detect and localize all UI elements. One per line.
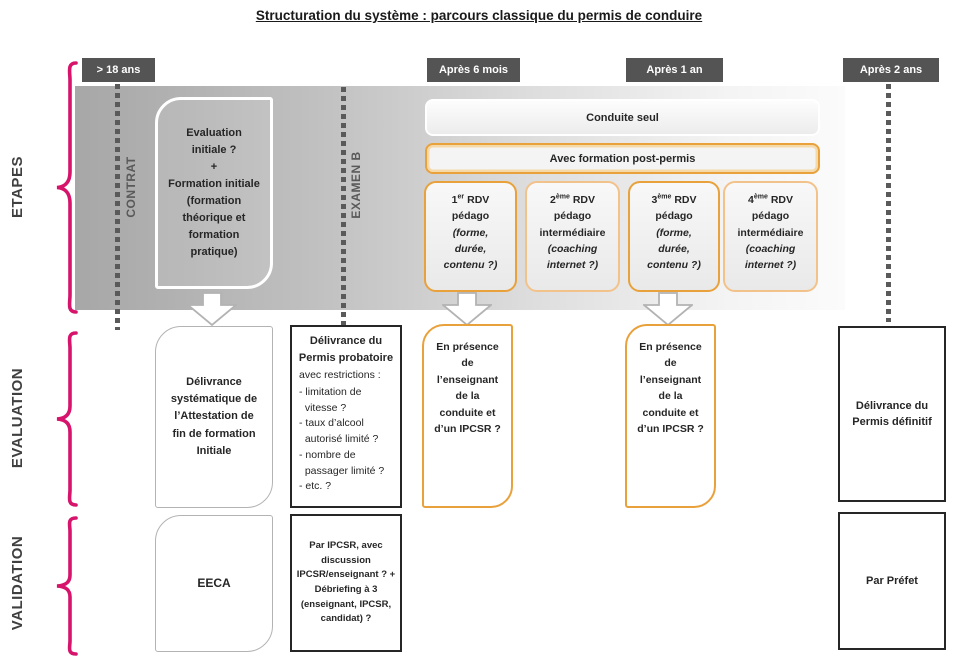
par-prefet-box: Par Préfet bbox=[838, 512, 946, 650]
brace-evaluation bbox=[56, 331, 78, 507]
dotted-line-2ans bbox=[886, 84, 891, 322]
stage-label-contrat: CONTRAT bbox=[124, 156, 138, 218]
row-label-evaluation: EVALUATION bbox=[8, 367, 26, 469]
timeline-chip-18ans: > 18 ans bbox=[82, 58, 155, 82]
conduite-seul-box: Conduite seul bbox=[425, 99, 820, 136]
timeline-chip-1an: Après 1 an bbox=[626, 58, 723, 82]
down-arrow-icon bbox=[187, 292, 237, 327]
brace-etapes bbox=[56, 61, 78, 314]
timeline-chip-2ans: Après 2 ans bbox=[843, 58, 939, 82]
permis-probatoire-title: Délivrance du Permis probatoire bbox=[298, 335, 394, 364]
post-permis-box: Avec formation post-permis bbox=[425, 143, 820, 174]
diagram-title: Structuration du système : parcours clas… bbox=[255, 8, 703, 23]
formation-initiale-box: Evaluation initiale ? + Formation initia… bbox=[155, 97, 273, 289]
down-arrow-icon bbox=[442, 292, 492, 327]
brace-validation bbox=[56, 516, 78, 656]
presence-ipcsr-box-1: En présence de l’enseignant de la condui… bbox=[422, 324, 513, 508]
permis-probatoire-box: Délivrance du Permis probatoire avec res… bbox=[290, 325, 402, 508]
permis-definitif-box: Délivrance du Permis définitif bbox=[838, 326, 946, 502]
stage-label-examen-b: EXAMEN B bbox=[349, 151, 363, 219]
down-arrow-icon bbox=[643, 292, 693, 327]
attestation-box: Délivrance systématique de l’Attestation… bbox=[155, 326, 273, 508]
dotted-line-18ans bbox=[115, 84, 120, 330]
dotted-line-examen-b bbox=[341, 87, 346, 333]
validation-ipcsr-box: Par IPCSR, avec discussion IPCSR/enseign… bbox=[290, 514, 402, 652]
presence-ipcsr-box-2: En présence de l’enseignant de la condui… bbox=[625, 324, 716, 508]
permis-probatoire-restrictions: - limitation de vitesse ? - taux d’alcoo… bbox=[299, 385, 385, 493]
timeline-chip-6mois: Après 6 mois bbox=[427, 58, 520, 82]
row-label-etapes: ETAPES bbox=[8, 156, 26, 218]
eeca-box: EECA bbox=[155, 515, 273, 652]
row-label-validation: VALIDATION bbox=[8, 535, 26, 631]
permis-probatoire-subtitle: avec restrictions : bbox=[299, 369, 381, 381]
